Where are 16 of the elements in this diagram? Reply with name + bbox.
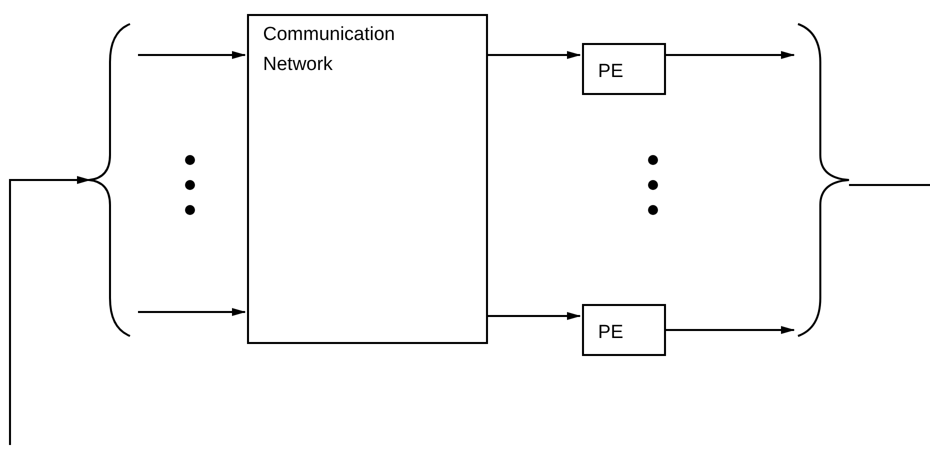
box-label: PE [598,60,624,84]
box-label: Communication Network [263,23,396,77]
box-label: PE [598,321,624,345]
connector-line [849,184,930,186]
brace [88,22,132,338]
arrow [488,312,581,320]
process-box [582,304,666,356]
network-box [247,14,488,344]
brace [796,22,850,338]
process-box [582,43,666,95]
arrow [666,51,795,59]
arrow [138,308,246,316]
arrow [488,51,581,59]
arrow [9,176,91,445]
arrow [138,51,246,59]
arrow [666,326,795,334]
